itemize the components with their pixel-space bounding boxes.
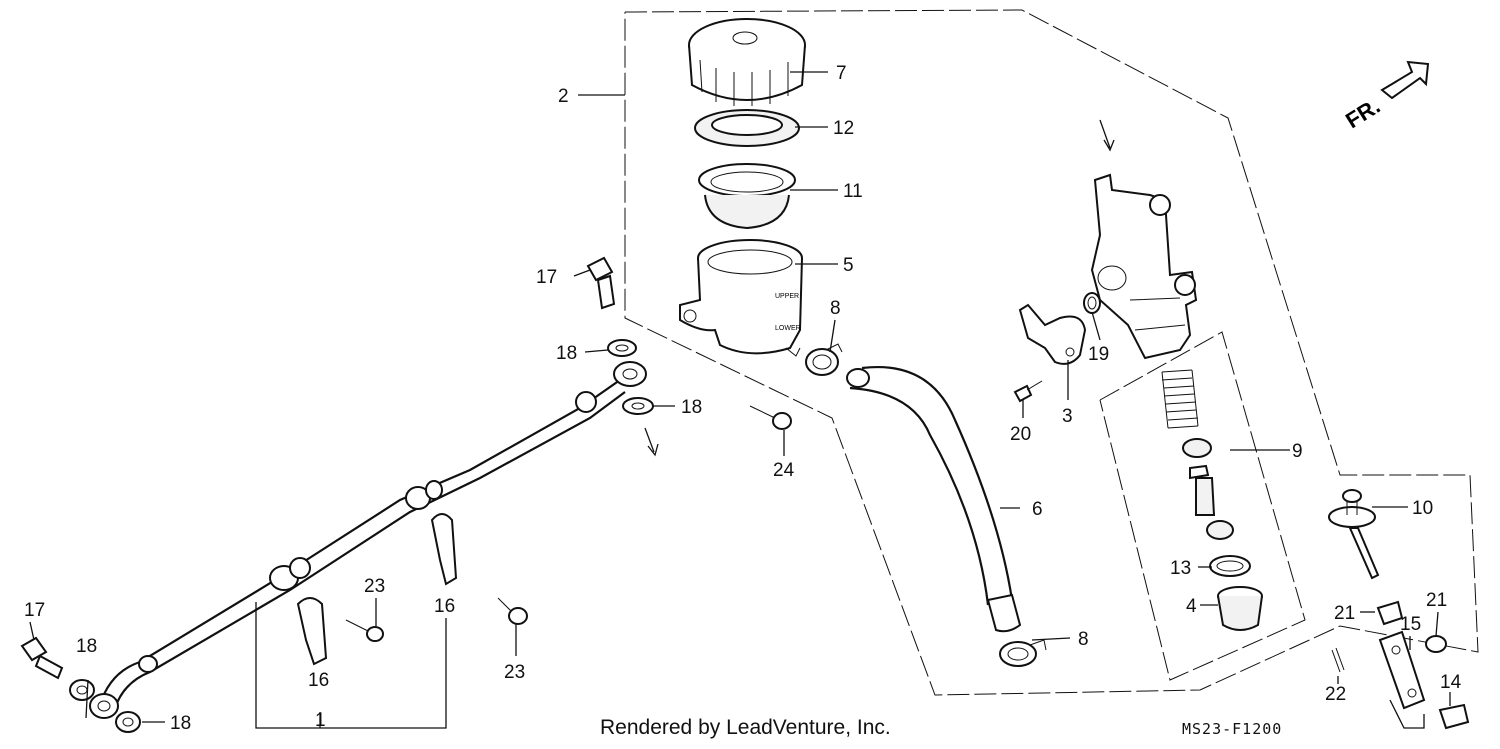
callout-7: 7 — [836, 63, 847, 84]
bolt-23-right — [497, 597, 528, 625]
callout-numbers: 2 7 12 11 5 8 8 6 3 19 20 9 10 13 4 21 2… — [24, 63, 1462, 734]
callout-16-left: 16 — [308, 670, 329, 691]
hose-clamp-lower — [999, 639, 1047, 667]
leader-lines — [29, 71, 1451, 729]
oil-bolt-lower — [20, 636, 64, 680]
callout-8-upper: 8 — [830, 298, 841, 319]
callout-8-lower: 8 — [1078, 629, 1089, 650]
callout-12: 12 — [833, 118, 854, 139]
clevis-nut — [1376, 600, 1404, 626]
hose-clamp-bracket-left — [296, 597, 328, 666]
clevis — [1378, 630, 1426, 710]
callout-9: 9 — [1292, 441, 1303, 462]
bolt-24 — [749, 405, 792, 430]
reservoir-hose — [846, 366, 1022, 633]
diagram-code: MS23-F1200 — [1182, 720, 1283, 738]
callout-2: 2 — [558, 86, 569, 107]
cotter-pin — [1331, 647, 1345, 673]
callout-3: 3 — [1062, 406, 1073, 427]
callout-17-lower: 17 — [24, 600, 45, 621]
callout-18-lower-left: 18 — [76, 636, 97, 657]
direction-arrow — [644, 427, 659, 457]
reservoir-cap — [688, 18, 806, 106]
callout-11: 11 — [843, 181, 863, 202]
front-arrow-icon: FR. — [1341, 60, 1430, 133]
callout-5: 5 — [843, 255, 854, 276]
callout-20: 20 — [1010, 424, 1031, 445]
callout-22: 22 — [1325, 684, 1346, 705]
front-label: FR. — [1341, 93, 1384, 133]
callout-18-right: 18 — [681, 397, 702, 418]
reservoir: UPPER LOWER — [679, 239, 803, 357]
callout-13: 13 — [1170, 558, 1191, 579]
callout-1: 1 — [315, 710, 326, 731]
hose-clamp-bracket-right — [430, 513, 458, 586]
callout-23-right: 23 — [504, 662, 525, 683]
piston-set — [1161, 369, 1234, 540]
sealing-washers — [69, 339, 654, 733]
callout-10: 10 — [1412, 498, 1433, 519]
bolt-23-left — [345, 619, 384, 642]
boot — [1217, 586, 1263, 631]
hose-joint — [1018, 303, 1087, 365]
callout-15: 15 — [1400, 614, 1421, 635]
callout-6: 6 — [1032, 499, 1043, 520]
callout-16-right: 16 — [434, 596, 455, 617]
group-outline — [624, 9, 1479, 696]
diaphragm-plate — [694, 109, 800, 147]
callout-21-right: 21 — [1426, 590, 1447, 611]
reservoir-lower-mark: LOWER — [775, 325, 801, 332]
circlip — [1209, 555, 1251, 577]
callout-18-lower-right: 18 — [170, 713, 191, 734]
callout-14: 14 — [1440, 672, 1462, 693]
footer-credit: Rendered by LeadVenture, Inc. — [600, 716, 891, 739]
master-cylinder-body — [1090, 119, 1198, 360]
diaphragm — [698, 163, 796, 230]
hose-clamp-upper — [805, 343, 843, 376]
callout-4: 4 — [1186, 596, 1197, 617]
callout-19: 19 — [1088, 344, 1109, 365]
oil-bolt-upper — [586, 256, 616, 310]
joint-pin — [1438, 703, 1470, 730]
clevis-nut-right — [1425, 635, 1447, 653]
callout-18-upper: 18 — [556, 343, 577, 364]
callout-21-left: 21 — [1334, 603, 1355, 624]
reservoir-upper-mark: UPPER — [775, 293, 799, 300]
brake-hose — [89, 361, 647, 719]
o-ring — [1083, 292, 1101, 314]
callout-24: 24 — [773, 460, 795, 481]
callout-17-upper: 17 — [536, 267, 557, 288]
screw-20 — [1013, 380, 1043, 403]
push-rod — [1328, 489, 1380, 580]
callout-23-left: 23 — [364, 576, 385, 597]
